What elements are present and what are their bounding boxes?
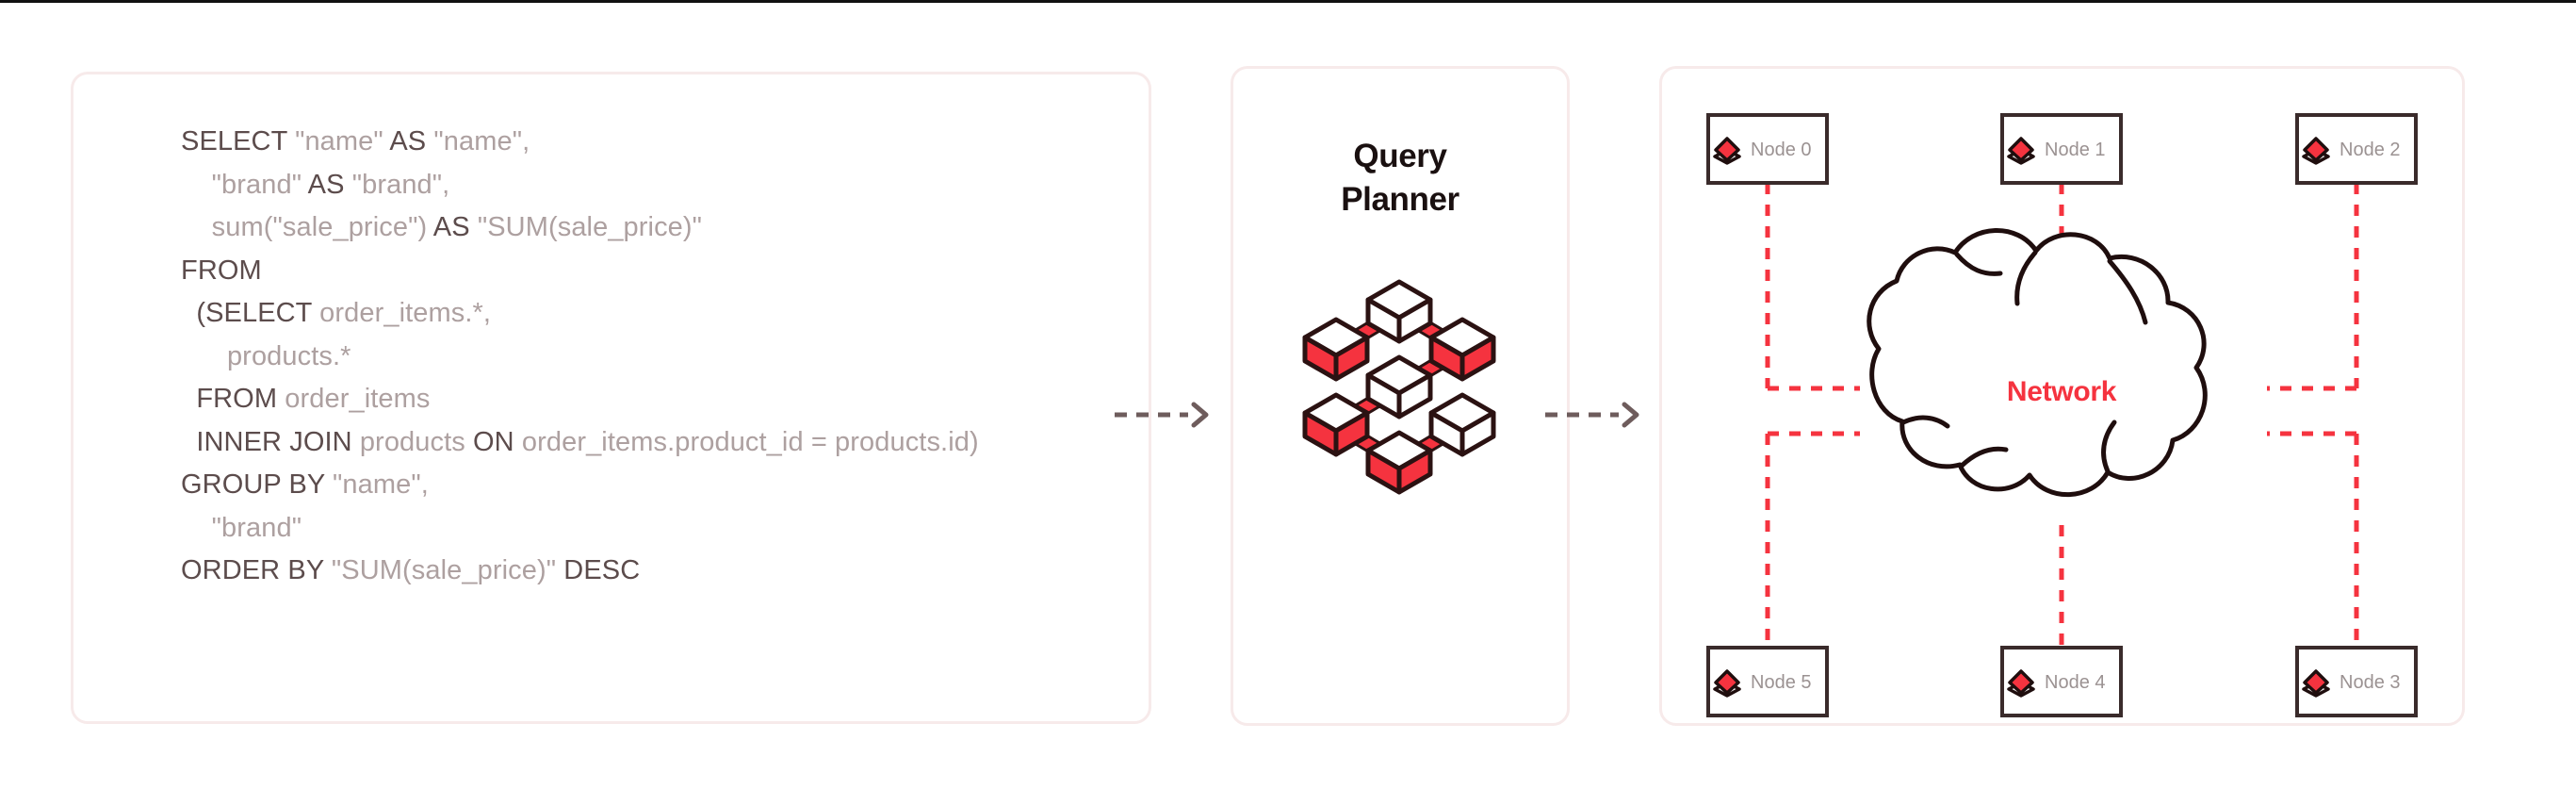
database-node-icon <box>2302 669 2330 698</box>
node-box-outline <box>2000 646 2123 717</box>
sql-identifier: products.* <box>226 340 351 371</box>
node-label: Node 5 <box>1751 672 1812 693</box>
sql-identifier: products <box>359 426 474 457</box>
sql-line: ORDER BY "SUM(sale_price)" DESC <box>181 550 1057 593</box>
sql-keyword: AS <box>307 169 352 200</box>
sql-line: (SELECT order_items.*, <box>181 292 1057 336</box>
node-label: Node 2 <box>2340 140 2401 160</box>
sql-identifier: "SUM(sale_price)" <box>331 555 564 585</box>
sql-keyword: INNER JOIN <box>196 426 360 457</box>
sql-identifier: "name", <box>433 126 530 156</box>
sql-keyword: GROUP BY <box>181 469 333 500</box>
query-planner-title-line2: Planner <box>1341 181 1459 218</box>
sql-keyword: ORDER BY <box>181 555 332 585</box>
sql-line: GROUP BY "name", <box>181 464 1057 507</box>
sql-identifier: "SUM(sale_price)" <box>477 212 703 242</box>
database-node-icon <box>2007 137 2035 165</box>
planner-cube <box>1428 392 1496 457</box>
sql-identifier: order_items.product_id = products.id) <box>521 426 979 457</box>
sql-line: products.* <box>181 336 1057 379</box>
sql-query-text: SELECT "name" AS "name", "brand" AS "bra… <box>181 121 1057 593</box>
sql-identifier: order_items.*, <box>319 298 492 328</box>
node-label: Node 4 <box>2045 672 2106 693</box>
network-cloud <box>1867 228 2208 498</box>
node-box-outline <box>2295 113 2418 185</box>
cluster-node-box[interactable]: Node 0 <box>1706 113 1829 185</box>
planner-cube <box>1365 430 1433 495</box>
sql-keyword: (SELECT <box>196 298 320 328</box>
sql-line: FROM <box>181 250 1057 293</box>
node-label: Node 0 <box>1751 140 1812 160</box>
sql-identifier: "brand" <box>211 169 308 200</box>
network-label: Network <box>2007 376 2117 407</box>
arrow-planner-to-cluster <box>1545 401 1644 434</box>
cluster-node-box[interactable]: Node 4 <box>2000 646 2123 717</box>
sql-keyword: FROM <box>181 255 262 286</box>
node-label: Node 3 <box>2340 672 2401 693</box>
cluster-node-box[interactable]: Node 1 <box>2000 113 2123 185</box>
cluster-node-box[interactable]: Node 2 <box>2295 113 2418 185</box>
sql-line: INNER JOIN products ON order_items.produ… <box>181 421 1057 465</box>
planner-cube <box>1302 392 1370 457</box>
sql-identifier: "brand" <box>211 512 302 543</box>
sql-identifier: "name", <box>333 469 429 500</box>
database-node-icon <box>2007 669 2035 698</box>
sql-keyword: AS <box>389 126 434 156</box>
database-node-icon <box>1713 137 1741 165</box>
planner-cube <box>1428 317 1496 382</box>
query-planner-title: Query Planner <box>1231 135 1570 222</box>
sql-line: SELECT "name" AS "name", <box>181 121 1057 164</box>
sql-identifier: sum("sale_price") <box>211 212 433 242</box>
sql-line: FROM order_items <box>181 378 1057 421</box>
query-planner-title-line1: Query <box>1353 138 1447 174</box>
sql-identifier: "name" <box>295 126 390 156</box>
cube-network-icon <box>1298 271 1515 502</box>
cluster-node-box[interactable]: Node 3 <box>2295 646 2418 717</box>
planner-cube <box>1365 354 1433 419</box>
node-box-group: Node 0 Node 1 Node 2 Node 5 Node 4 Node 3 <box>1706 113 2418 717</box>
arrow-sql-to-planner <box>1115 401 1214 434</box>
top-divider-rule <box>0 0 2576 3</box>
node-label: Node 1 <box>2045 140 2106 160</box>
sql-query-panel <box>71 72 1151 724</box>
sql-line: "brand" AS "brand", <box>181 164 1057 207</box>
sql-keyword: AS <box>432 212 478 242</box>
planner-cube <box>1365 279 1433 344</box>
database-node-icon <box>2302 137 2330 165</box>
sql-identifier: order_items <box>285 384 431 414</box>
sql-keyword: SELECT <box>181 126 296 156</box>
sql-line: sum("sale_price") AS "SUM(sale_price)" <box>181 206 1057 250</box>
sql-keyword: ON <box>473 426 522 457</box>
sql-identifier: "brand", <box>351 169 450 200</box>
cluster-node-box[interactable]: Node 5 <box>1706 646 1829 717</box>
sql-keyword: FROM <box>196 384 285 414</box>
planner-cube <box>1302 317 1370 382</box>
database-node-icon <box>1713 669 1741 698</box>
sql-keyword: DESC <box>563 555 641 585</box>
sql-line: "brand" <box>181 507 1057 551</box>
